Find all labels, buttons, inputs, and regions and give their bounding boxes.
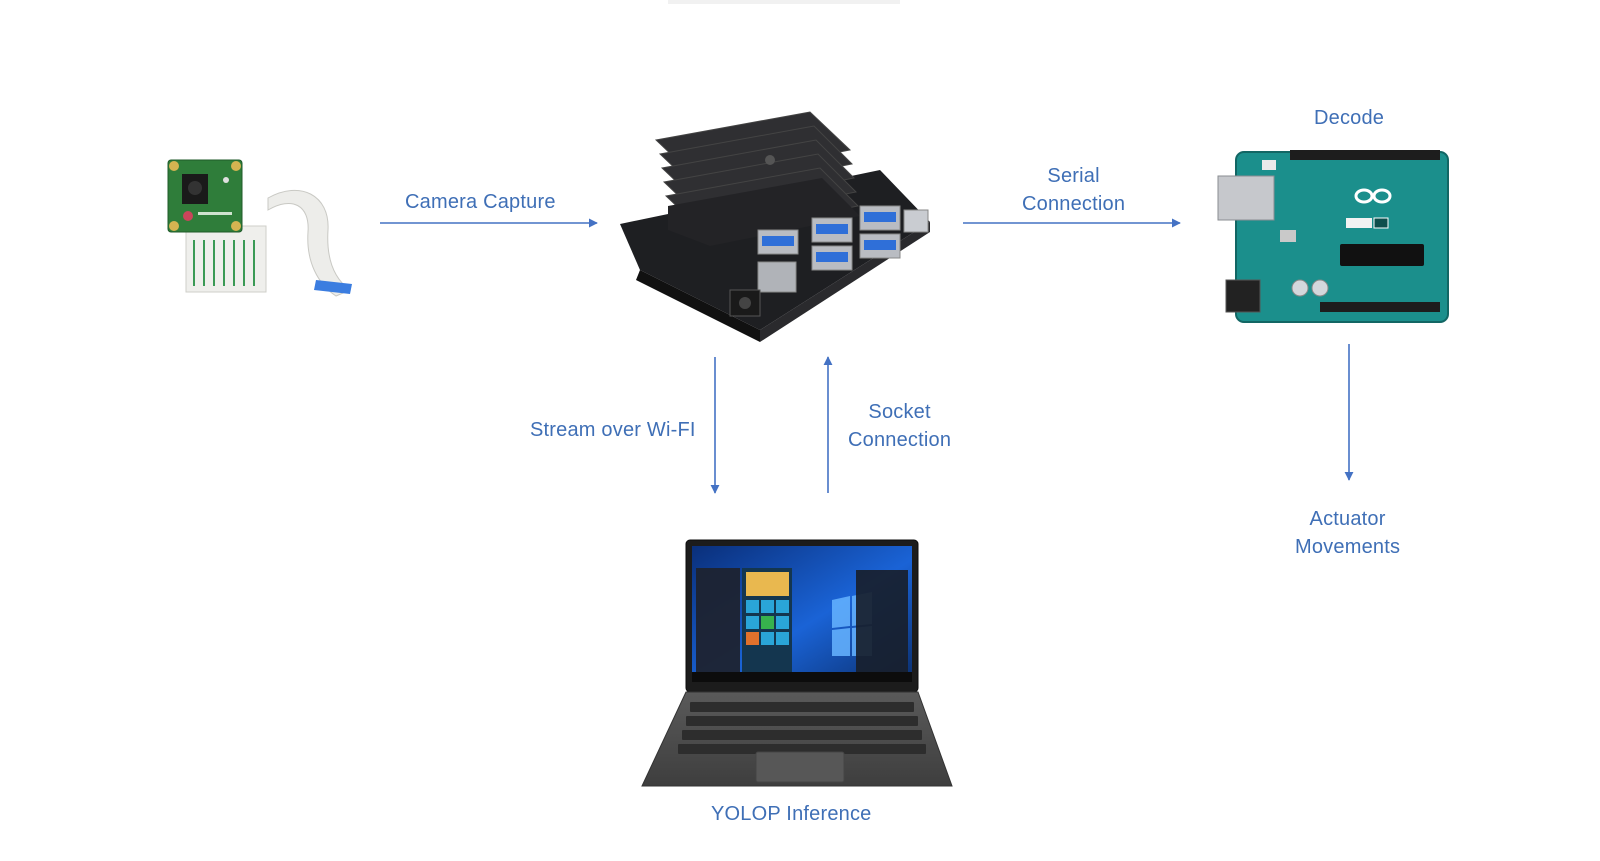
socket-line-1: Socket xyxy=(868,401,931,423)
arduino-uno-board-icon xyxy=(1217,150,1449,323)
label-yolop-inference: YOLOP Inference xyxy=(711,803,872,825)
socket-line-2: Connection xyxy=(848,429,952,451)
serial-line-1: Serial xyxy=(1047,165,1100,187)
label-actuator-movements: Actuator Movements xyxy=(1295,505,1400,561)
camera-module-icon xyxy=(167,159,352,297)
jetson-nano-board-icon xyxy=(620,111,930,342)
top-edge-strip xyxy=(668,0,900,4)
actuator-line-2: Movements xyxy=(1295,536,1401,558)
label-stream-over-wifi: Stream over Wi-FI xyxy=(530,419,696,441)
label-decode: Decode xyxy=(1314,107,1385,129)
label-socket-connection: Socket Connection xyxy=(848,398,951,454)
actuator-line-1: Actuator xyxy=(1309,508,1386,530)
usb-ports xyxy=(729,205,929,317)
serial-line-2: Connection xyxy=(1022,193,1126,215)
label-serial-connection: Serial Connection xyxy=(1022,162,1125,218)
label-camera-capture: Camera Capture xyxy=(405,191,556,213)
laptop-icon xyxy=(641,539,953,787)
